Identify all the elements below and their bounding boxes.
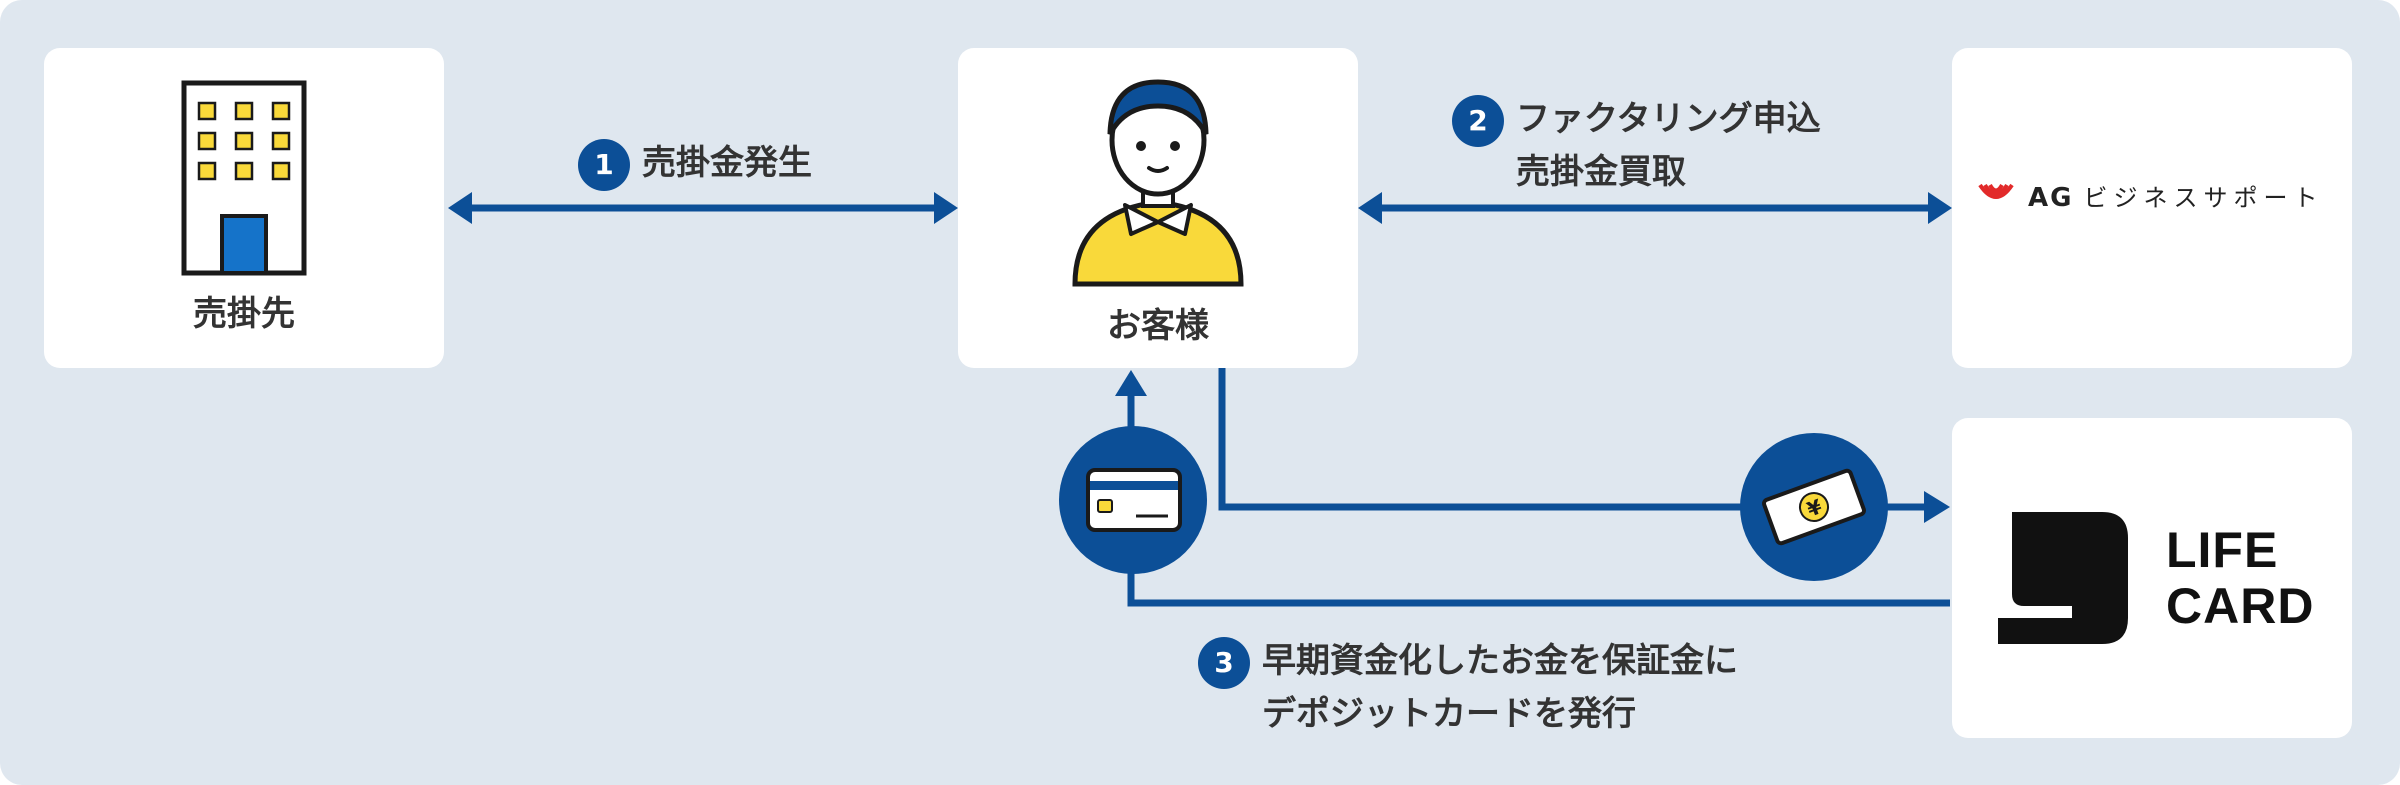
step-2-badge: 2 bbox=[1452, 94, 1504, 147]
person-icon bbox=[1072, 79, 1244, 287]
step-3-label: 3 早期資金化したお金を保証金に デポジットカードを発行 bbox=[1198, 636, 1738, 739]
ag-logo: AG ビジネスサポート bbox=[1978, 178, 2323, 213]
ag-card bbox=[1952, 48, 2352, 368]
arrowhead-left-customer bbox=[1358, 192, 1382, 224]
lifecard-logo: LIFE CARD bbox=[1998, 512, 2314, 644]
arrowhead-right-ag bbox=[1928, 192, 1952, 224]
arrowhead-left-buyer bbox=[448, 192, 472, 224]
buyer-card: 売掛先 bbox=[44, 48, 444, 368]
step-1-label: 1 売掛金発生 bbox=[578, 138, 812, 191]
step-2-label: 2 ファクタリング申込 売掛金買取 bbox=[1452, 94, 1821, 197]
ag-mark-icon bbox=[1978, 183, 2014, 199]
yen-bill-icon: ¥ bbox=[1740, 433, 1888, 581]
credit-card-icon bbox=[1059, 426, 1207, 574]
buyer-label: 売掛先 bbox=[193, 294, 295, 334]
lifecard-line2: CARD bbox=[2166, 578, 2315, 634]
arrowhead-right-lifecard bbox=[1924, 491, 1950, 523]
step-3-badge: 3 bbox=[1198, 636, 1250, 689]
building-icon bbox=[181, 80, 307, 276]
arrow-customer-lifecard bbox=[1218, 368, 1924, 511]
lifecard-line1: LIFE bbox=[2166, 522, 2279, 578]
ag-brand-sub: ビジネスサポート bbox=[2083, 184, 2324, 212]
arrowhead-up-customer bbox=[1115, 370, 1147, 396]
lifecard-mark-icon bbox=[1998, 512, 2128, 644]
step-3-line2: デポジットカードを発行 bbox=[1262, 693, 1636, 734]
customer-card: お客様 bbox=[958, 48, 1358, 368]
step-2-line2: 売掛金買取 bbox=[1516, 151, 1686, 192]
step-1-badge: 1 bbox=[578, 138, 630, 191]
customer-label: お客様 bbox=[1107, 306, 1209, 346]
step-1-line1: 売掛金発生 bbox=[642, 143, 812, 183]
ag-brand: AG bbox=[2028, 183, 2074, 213]
step-3-line1: 早期資金化したお金を保証金に bbox=[1262, 641, 1738, 681]
arrowhead-right-customer bbox=[934, 192, 958, 224]
step-2-line1: ファクタリング申込 bbox=[1516, 99, 1821, 139]
